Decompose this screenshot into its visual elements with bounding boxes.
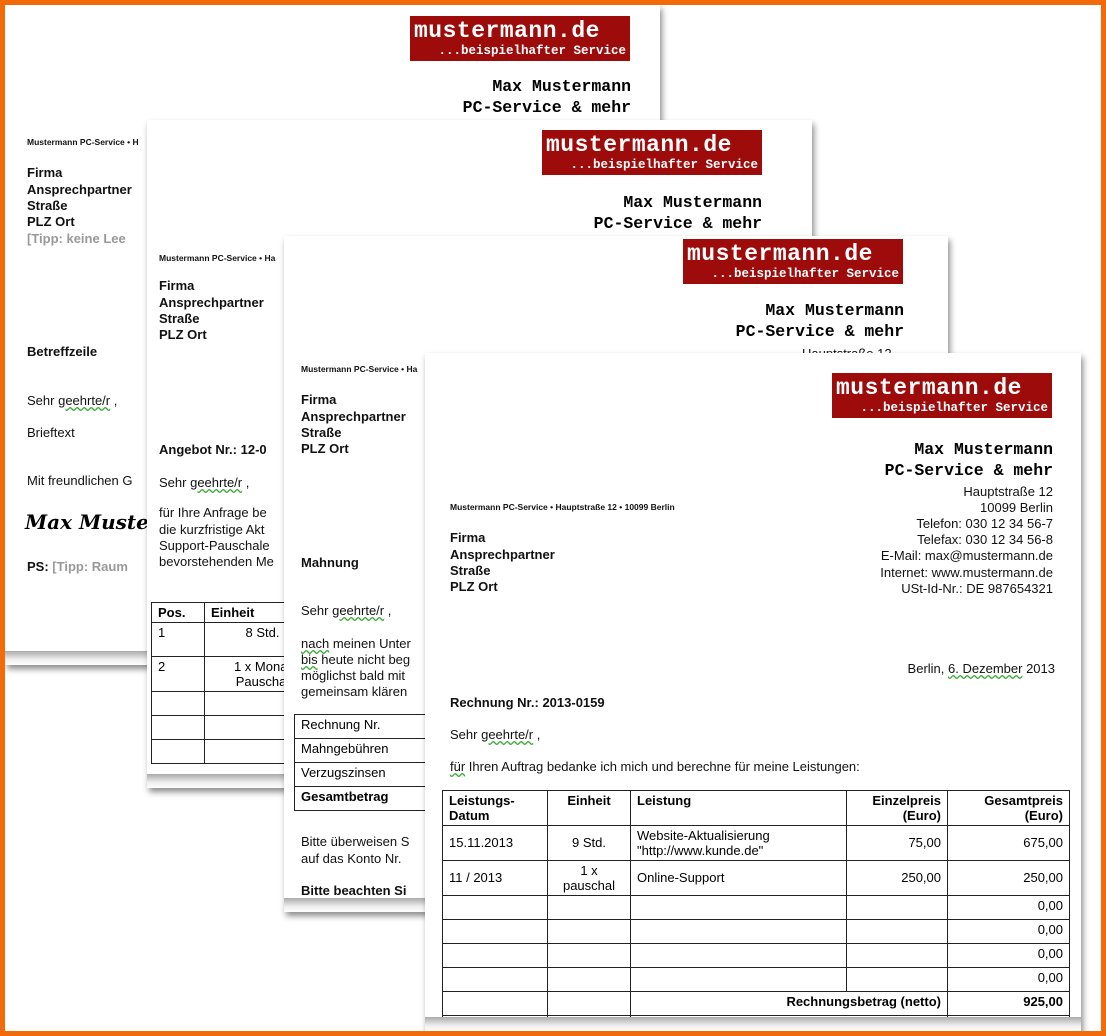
intro-text: für Ihren Auftrag bedanke ich mich und b… [450, 759, 860, 774]
sender-line: Mustermann PC-Service • Ha [301, 364, 418, 374]
body-line-2: die kurzfristige Akt [159, 522, 265, 537]
recipient-firma: Firma [301, 392, 337, 407]
salutation: Sehr geehrte/r , [159, 475, 250, 490]
body-line-3: möglichst bald mit [301, 668, 406, 683]
recipient-street: Straße [301, 425, 342, 440]
body-line-3: Support-Pauschale [159, 538, 270, 553]
body-line-4: bevorstehenden Me [159, 554, 274, 569]
recipient-firma: Firma [159, 278, 195, 293]
invoice-page: mustermann.de ...beispielhafter Service … [425, 353, 1081, 1031]
invoice-number: Rechnung Nr.: 2013-0159 [450, 695, 605, 710]
sender-line: Mustermann PC-Service • Hauptstraße 12 •… [450, 502, 675, 512]
torn-edge [425, 1017, 1081, 1031]
company-web: Internet: www.mustermann.de [880, 565, 1053, 580]
table-row: Gesamtbetrag [294, 786, 434, 811]
reminder-table: Rechnung Nr. Mahngebühren Verzugszinsen … [294, 714, 434, 811]
company-city: 10099 Berlin [980, 500, 1053, 515]
invoice-date: Berlin, 6. Dezember 2013 [907, 661, 1055, 676]
table-header: Leistungs-Datum Einheit Leistung Einzelp… [442, 790, 1070, 826]
body-text: Brieftext [27, 425, 75, 440]
closing-text: Mit freundlichen G [27, 473, 133, 488]
body-line-1: nach meinen Unter [301, 636, 411, 651]
transfer-line-2: auf das Konto Nr. [301, 851, 402, 866]
note-heading: Bitte beachten Si [301, 883, 407, 898]
recipient-street: Straße [450, 563, 491, 578]
salutation: Sehr geehrte/r , [27, 393, 118, 408]
invoice-table: Leistungs-Datum Einheit Leistung Einzelp… [442, 790, 1070, 1031]
company-street: Hauptstraße 12 [963, 484, 1053, 499]
recipient-city: PLZ Ort [159, 327, 207, 342]
recipient-contact: Ansprechpartner [450, 547, 555, 562]
recipient-street: Straße [159, 311, 200, 326]
brand-logo: mustermann.de ...beispielhafter Service [542, 130, 762, 175]
screenshot-frame: mustermann.de ...beispielhafter Service … [5, 5, 1101, 1031]
recipient-street: Straße [27, 198, 68, 213]
subject-line: Betreffzeile [27, 344, 98, 359]
company-vat: USt-Id-Nr.: DE 987654321 [901, 581, 1053, 596]
brand-logo: mustermann.de ...beispielhafter Service [832, 373, 1052, 418]
company-phone: Telefon: 030 12 34 56-7 [916, 516, 1053, 531]
brand-logo: mustermann.de ...beispielhafter Service [683, 239, 903, 284]
offer-title: Angebot Nr.: 12-0 [159, 442, 267, 457]
table-row: 0,00 [442, 895, 1070, 920]
body-line-2: bis heute nicht beg [301, 652, 411, 667]
recipient-firma: Firma [27, 165, 63, 180]
salutation: Sehr geehrte/r , [301, 603, 392, 618]
net-total-row: Rechnungsbetrag (netto) 925,00 [442, 991, 1070, 1016]
recipient-contact: Ansprechpartner [159, 295, 264, 310]
recipient-city: PLZ Ort [450, 579, 498, 594]
table-row: Rechnung Nr. [294, 714, 434, 739]
sender-line: Mustermann PC-Service • H [27, 137, 139, 147]
recipient-firma: Firma [450, 530, 486, 545]
table-row: 0,00 [442, 943, 1070, 968]
table-row: 0,00 [442, 919, 1070, 944]
body-line-1: für Ihre Anfrage be [159, 505, 267, 520]
tip-text: [Tipp: keine Lee [27, 231, 126, 246]
recipient-contact: Ansprechpartner [27, 182, 132, 197]
brand-logo: mustermann.de ...beispielhafter Service [410, 16, 630, 61]
reminder-title: Mahnung [301, 555, 359, 570]
table-row: Mahngebühren [294, 738, 434, 763]
transfer-line-1: Bitte überweisen S [301, 834, 410, 849]
body-line-4: gemeinsam klären [301, 684, 408, 699]
recipient-city: PLZ Ort [27, 214, 75, 229]
recipient-city: PLZ Ort [301, 441, 349, 456]
company-email: E-Mail: max@mustermann.de [880, 548, 1053, 563]
ps-line: PS: [Tipp: Raum [27, 559, 128, 574]
company-fax: Telefax: 030 12 34 56-8 [917, 532, 1053, 547]
recipient-contact: Ansprechpartner [301, 409, 406, 424]
table-row: 15.11.2013 9 Std. Website-Aktualisierung… [442, 825, 1070, 861]
table-row: 0,00 [442, 967, 1070, 992]
table-row: Verzugszinsen [294, 762, 434, 787]
sender-line: Mustermann PC-Service • Ha [159, 253, 276, 263]
salutation: Sehr geehrte/r , [450, 727, 541, 742]
